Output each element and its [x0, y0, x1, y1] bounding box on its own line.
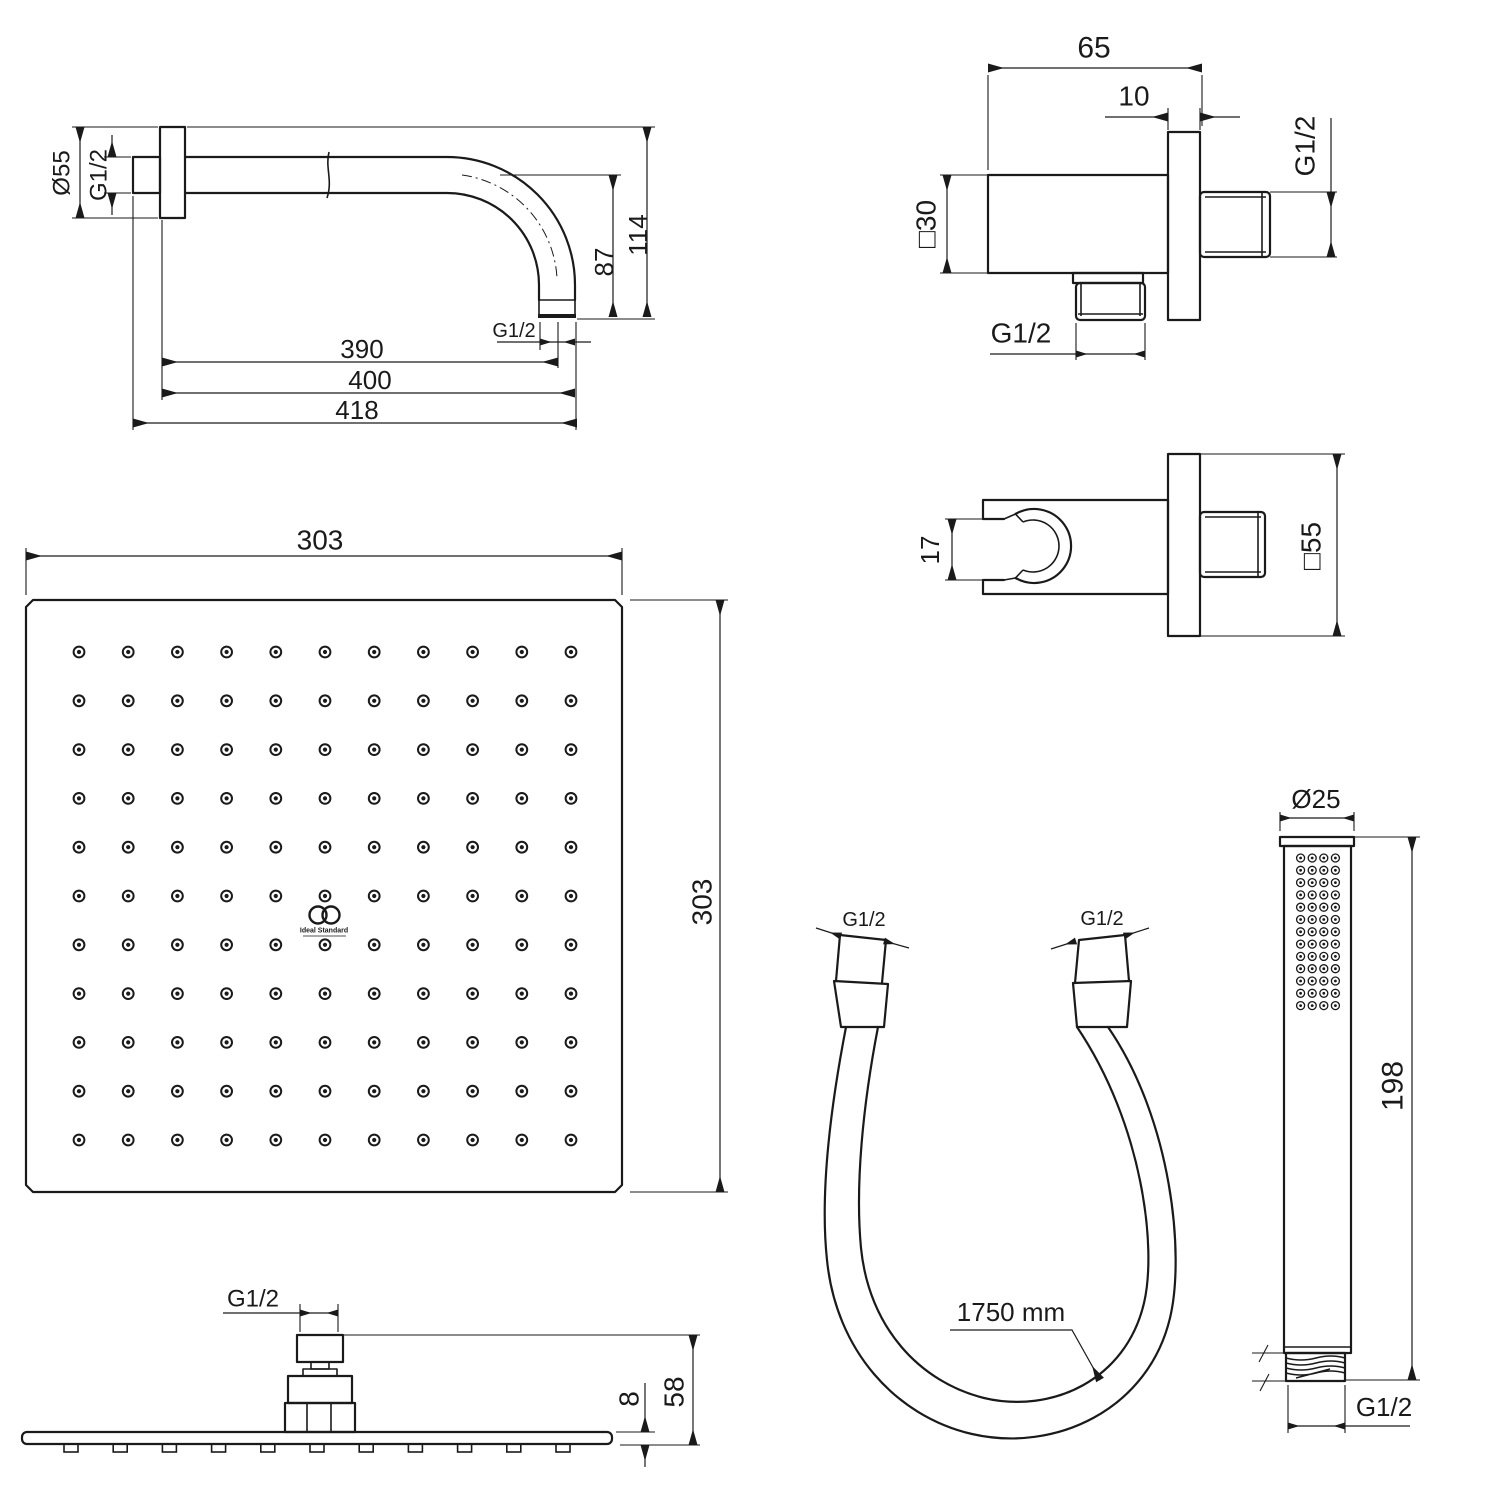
holder-dim-55: □55: [1296, 522, 1327, 570]
elbow-side-thread: [1198, 190, 1272, 259]
arm-dim-87: 87: [589, 248, 619, 277]
elbow-bottom-thread-label: G1/2: [991, 318, 1052, 349]
brand-logo-circle-left: [308, 905, 328, 925]
arm-wall-thread: [131, 155, 162, 195]
hand-shower-dim-length: 198: [1377, 1061, 1410, 1111]
brand-logo-text: Ideal Standard: [300, 928, 348, 935]
brand-logo: Ideal Standard: [300, 905, 348, 937]
head-face-nozzle-grid: [72, 645, 578, 1147]
hand-shower-thread: [1284, 1351, 1347, 1383]
holder-clip-outer: [1014, 507, 1073, 585]
hand-shower-cap: [1278, 835, 1356, 848]
brand-logo-circle-right: [321, 905, 341, 925]
arm-pipe-inner: [183, 191, 541, 302]
hand-shower-nozzle-grid: [1295, 853, 1341, 1011]
holder-drawing: 17 □55: [915, 452, 1345, 638]
elbow-dim-10: 10: [1118, 81, 1149, 112]
hose-left-nipple: [834, 933, 888, 985]
hose-right-nipple: [1073, 933, 1131, 985]
hand-shower-drawing: Ø25 198 G1/2: [1252, 784, 1420, 1433]
hose-right-collar: [1071, 979, 1133, 1029]
head-side-dim-58: 58: [659, 1376, 690, 1407]
hose-right-thread-label: G1/2: [1080, 908, 1123, 930]
arm-outlet-thread-label: G1/2: [492, 320, 535, 342]
head-face-dim-height: 303: [687, 879, 718, 926]
hand-shower-thread-label: G1/2: [1356, 1392, 1412, 1422]
hose-left-thread-label: G1/2: [842, 909, 885, 931]
head-face-drawing: Ideal Standard 303 303: [24, 525, 728, 1194]
shower-arm-drawing: Ø55 G1/2 87 114 G1/2 390 400 418: [49, 125, 655, 430]
elbow-outlet-collar: [1071, 271, 1145, 285]
arm-dim-418: 418: [335, 395, 378, 425]
arm-dim-390: 390: [340, 334, 383, 364]
elbow-dim-65: 65: [1077, 32, 1110, 65]
connector-thread: [295, 1333, 345, 1364]
hose-outer-edge: [823, 1025, 1177, 1440]
hose-left-collar: [832, 979, 890, 1029]
arm-wall-flange: [158, 125, 187, 220]
head-face-dim-width: 303: [297, 525, 344, 556]
arm-wall-thread-label: G1/2: [86, 149, 113, 201]
elbow-outlet-thread: [1074, 281, 1147, 322]
arm-pipe-outer: [183, 155, 577, 302]
hose-inner-edge: [857, 1025, 1150, 1403]
head-side-drawing: G1/2 58 8: [20, 1286, 700, 1467]
arm-dim-114: 114: [623, 214, 653, 255]
head-side-plate: [20, 1430, 614, 1446]
elbow-body: [986, 173, 1170, 275]
hand-shower-thread-body: [1284, 1351, 1347, 1383]
head-side-dim-8: 8: [614, 1391, 645, 1407]
elbow-dim-30: □30: [911, 200, 942, 248]
holder-wall-plate: [1166, 452, 1202, 638]
head-side-connector: [283, 1333, 357, 1434]
connector-base: [283, 1401, 357, 1434]
arm-dim-400: 400: [348, 365, 391, 395]
arm-dia-label: Ø55: [49, 150, 76, 195]
holder-thread: [1198, 510, 1267, 579]
hose-length-label: 1750 mm: [957, 1297, 1065, 1327]
hand-shower-dim-diameter: Ø25: [1291, 784, 1340, 814]
head-face-plate: [24, 598, 624, 1194]
arm-centerline: [461, 174, 558, 279]
hose-drawing: G1/2 G1/2 1750 mm: [815, 908, 1177, 1440]
elbow-side-thread-label: G1/2: [1290, 116, 1321, 177]
arm-break-line: [326, 151, 331, 199]
holder-clip-inner: [1022, 519, 1060, 573]
connector-nut: [286, 1374, 354, 1405]
holder-body: [981, 498, 1170, 596]
holder-dim-17: 17: [915, 536, 945, 565]
head-side-thread-label: G1/2: [227, 1286, 279, 1313]
head-side-nozzle-tabs: [63, 1443, 571, 1453]
hand-shower-body: [1282, 844, 1353, 1355]
wall-elbow-drawing: 65 10 □30 G1/2 G1/2: [911, 32, 1337, 360]
elbow-wall-plate: [1166, 130, 1202, 322]
